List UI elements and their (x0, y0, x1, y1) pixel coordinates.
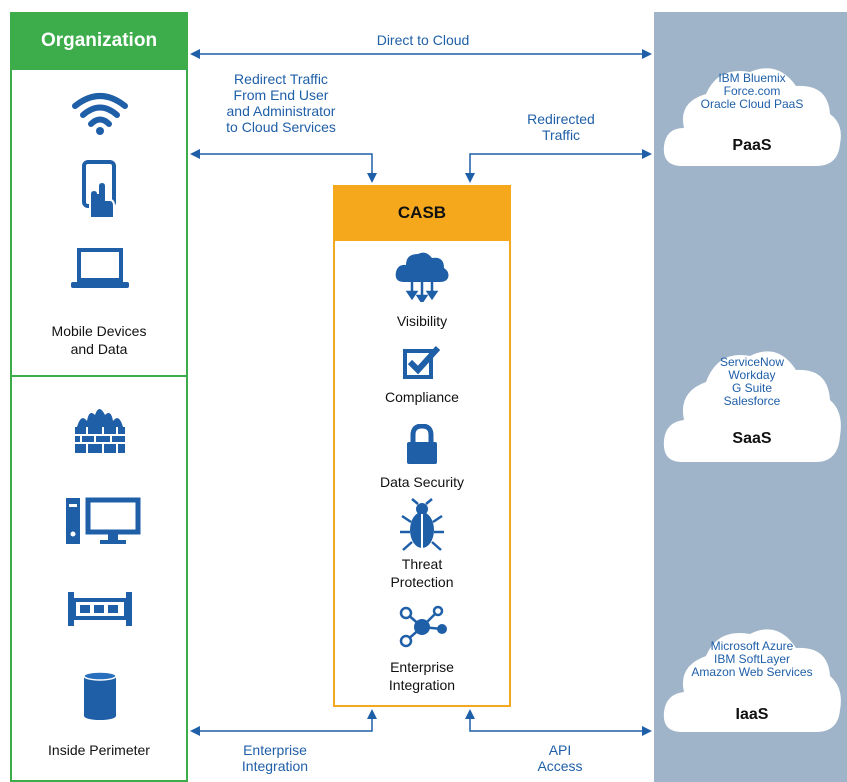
iaas-services-list: Microsoft Azure IBM SoftLayer Amazon Web… (662, 640, 842, 679)
bug-icon (400, 498, 444, 551)
paas-title: PaaS (732, 137, 772, 154)
paas-services-list: IBM Bluemix Force.com Oracle Cloud PaaS (662, 72, 842, 111)
redirected-traffic-arrow (465, 149, 652, 183)
mobile-devices-label: Mobile Devices and Data (10, 322, 188, 358)
enterprise-integration-label: Enterprise Integration (210, 742, 340, 774)
enterprise-integration-line: Enterprise (243, 742, 307, 758)
direct-to-cloud-label: Direct to Cloud (376, 32, 470, 48)
network-nodes-icon (399, 605, 447, 648)
api-access-label: API Access (510, 742, 610, 774)
enterprise-integration-line: Integration (241, 758, 309, 774)
laptop-icon (71, 248, 129, 288)
tablet-touch-icon (82, 160, 116, 219)
mobile-devices-label-line1: Mobile Devices (51, 323, 147, 339)
paas-item: Force.com (723, 84, 781, 98)
inside-perimeter-label: Inside Perimeter (48, 742, 150, 758)
api-access-line: Access (537, 758, 583, 774)
label-line: Threat (401, 556, 443, 572)
iaas-item: Amazon Web Services (691, 665, 813, 679)
enterprise-integration-arrow (190, 709, 377, 736)
saas-cloud (663, 351, 841, 462)
redirected-traffic-line: Redirected (527, 111, 595, 127)
iaas-title: IaaS (735, 706, 769, 723)
saas-item: ServiceNow (719, 355, 785, 369)
redirect-traffic-line: From End User (233, 87, 329, 103)
server-rack-icon (68, 592, 132, 626)
iaas-item: IBM SoftLayer (713, 652, 791, 666)
api-access-line: API (548, 742, 572, 758)
redirected-traffic-line: Traffic (541, 127, 581, 143)
capability-visibility: Visibility (396, 313, 448, 329)
iaas-cloud (663, 629, 841, 732)
label-line: Protection (390, 574, 454, 590)
casb-header: CASB (333, 185, 511, 241)
redirect-traffic-label: Redirect Traffic From End User and Admin… (196, 71, 366, 135)
database-icon (83, 671, 117, 720)
wifi-icon (72, 93, 128, 135)
saas-services-list: ServiceNow Workday G Suite Salesforce (662, 356, 842, 408)
redirect-traffic-line: to Cloud Services (226, 119, 336, 135)
lock-icon (407, 424, 437, 464)
organization-divider (10, 375, 188, 377)
label-line: Enterprise (390, 659, 454, 675)
mobile-devices-label-line2: and Data (70, 341, 128, 357)
saas-item: G Suite (731, 381, 773, 395)
organization-header: Organization (10, 12, 188, 70)
api-access-arrow (465, 709, 652, 736)
iaas-item: Microsoft Azure (710, 639, 794, 653)
capability-compliance: Compliance (385, 389, 459, 405)
label-line: Integration (388, 677, 456, 693)
paas-item: IBM Bluemix (718, 71, 786, 85)
firewall-icon (75, 409, 125, 453)
desktop-computer-icon (66, 497, 141, 544)
capability-data-security: Data Security (379, 474, 465, 490)
paas-item: Oracle Cloud PaaS (700, 97, 804, 111)
redirected-traffic-label: Redirected Traffic (496, 111, 626, 143)
saas-item: Workday (728, 368, 776, 382)
checkbox-icon (403, 345, 441, 379)
paas-cloud (663, 68, 841, 166)
saas-item: Salesforce (723, 394, 781, 408)
redirect-traffic-arrow (190, 149, 377, 183)
redirect-traffic-line: Redirect Traffic (234, 71, 328, 87)
redirect-traffic-line: and Administrator (226, 103, 336, 119)
cloud-network-icon (395, 252, 449, 302)
saas-title: SaaS (732, 430, 772, 447)
